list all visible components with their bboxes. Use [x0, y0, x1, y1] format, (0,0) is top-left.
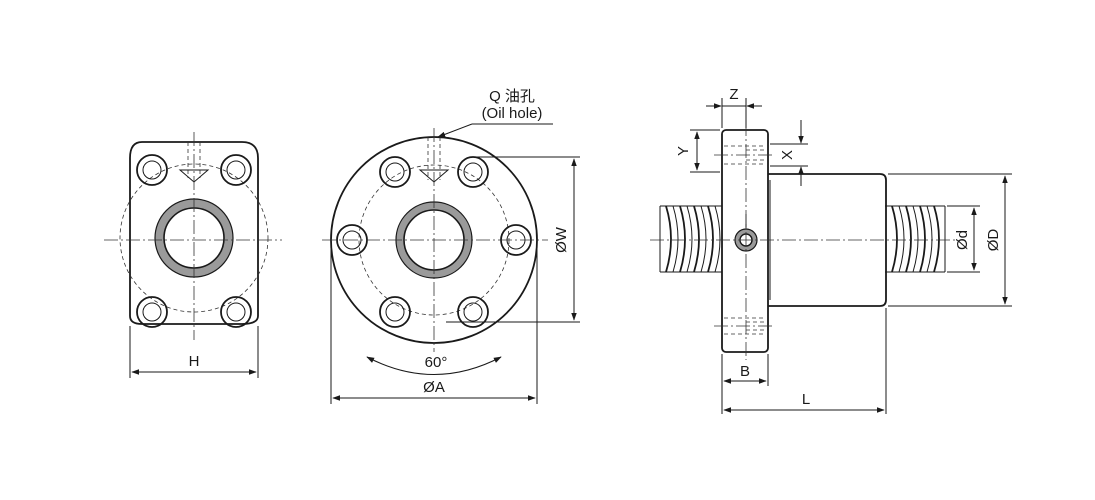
side-flange-view: H [104, 132, 282, 378]
label-A: ØA [423, 379, 445, 396]
bolt-holes [136, 154, 252, 328]
label-Y: Y [675, 146, 692, 156]
oil-hole-hidden-left [178, 142, 210, 183]
oil-hole-hidden-round [418, 137, 450, 183]
label-X: X [779, 150, 796, 160]
label-angle: 60° [425, 354, 448, 371]
flange-side [721, 129, 769, 353]
label-d: Ød [954, 230, 971, 250]
dim-arc-60 [366, 356, 502, 375]
front-flange-view: Q 油孔 (Oil hole) ØW 60° ØA [322, 88, 580, 404]
screw-shaft-left [659, 205, 722, 273]
label-D: ØD [985, 229, 1002, 252]
screw-shaft-right [885, 205, 946, 273]
label-oil-hole-en: (Oil hole) [482, 105, 543, 122]
label-oil-hole-cn: Q 油孔 [489, 88, 535, 105]
flange-outline-left [129, 141, 259, 325]
label-Z: Z [729, 86, 738, 103]
label-W: ØW [553, 226, 570, 253]
oil-hole-leader [437, 123, 473, 138]
label-H: H [189, 353, 200, 370]
flange-bolt-hidden [724, 145, 766, 335]
bolt-circle [119, 163, 269, 313]
label-B: B [740, 363, 750, 380]
side-elevation-view: Z Y X B L Ød ØD [650, 86, 1012, 414]
label-L: L [802, 391, 810, 408]
nut-body [768, 173, 887, 307]
